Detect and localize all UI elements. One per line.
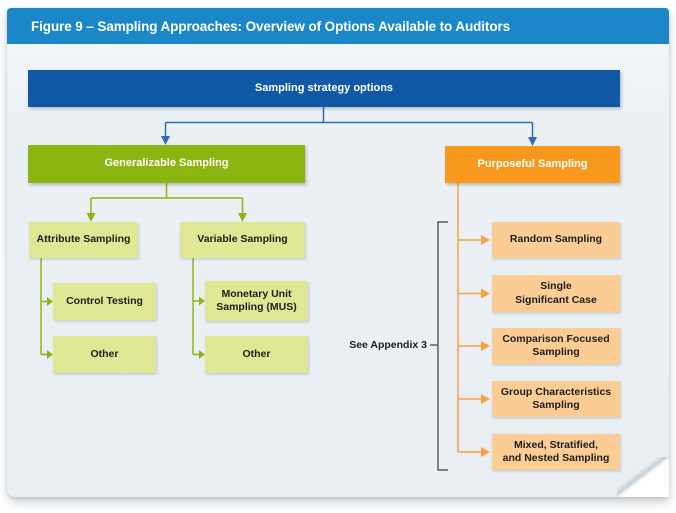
single-significant-case-label: Single Significant Case bbox=[515, 280, 597, 306]
group-characteristics-sampling-label: Group Characteristics Sampling bbox=[500, 385, 612, 411]
mixed-stratified-nested-sampling-node: Mixed, Stratified, and Nested Sampling bbox=[492, 434, 620, 470]
control-testing-node: Control Testing bbox=[53, 283, 156, 320]
purposeful-node-label: Purposeful Sampling bbox=[477, 157, 588, 170]
group-characteristics-sampling-node: Group Characteristics Sampling bbox=[492, 381, 620, 417]
monetary-unit-sampling-node: Monetary Unit Sampling (MUS) bbox=[205, 281, 308, 321]
single-significant-case-node: Single Significant Case bbox=[492, 275, 620, 312]
figure-title-bar: Figure 9 – Sampling Approaches: Overview… bbox=[7, 8, 669, 44]
variable-sampling-label: Variable Sampling bbox=[197, 233, 288, 246]
control-testing-label: Control Testing bbox=[66, 294, 143, 307]
monetary-unit-sampling-label: Monetary Unit Sampling (MUS) bbox=[216, 287, 297, 313]
comparison-focused-sampling-label: Comparison Focused Sampling bbox=[502, 332, 610, 358]
see-appendix-annotation: See Appendix 3 bbox=[345, 338, 427, 352]
figure-card: Figure 9 – Sampling Approaches: Overview… bbox=[7, 8, 669, 497]
root-node: Sampling strategy options bbox=[28, 70, 620, 107]
generalizable-node-label: Generalizable Sampling bbox=[104, 157, 229, 170]
variable-sampling-node: Variable Sampling bbox=[180, 222, 305, 258]
purposeful-node: Purposeful Sampling bbox=[445, 146, 620, 183]
mixed-stratified-nested-sampling-label: Mixed, Stratified, and Nested Sampling bbox=[502, 438, 610, 464]
attribute-sampling-node: Attribute Sampling bbox=[29, 222, 138, 258]
attribute-sampling-label: Attribute Sampling bbox=[36, 233, 131, 246]
see-appendix-annotation-label: See Appendix 3 bbox=[349, 339, 427, 351]
page-fold-corner bbox=[617, 457, 669, 497]
variable-other-label: Other bbox=[242, 347, 271, 360]
variable-other-node: Other bbox=[205, 336, 308, 373]
root-node-label: Sampling strategy options bbox=[254, 81, 394, 94]
generalizable-node: Generalizable Sampling bbox=[28, 145, 305, 183]
attribute-other-label: Other bbox=[90, 347, 119, 360]
random-sampling-node: Random Sampling bbox=[492, 222, 620, 258]
figure-title: Figure 9 – Sampling Approaches: Overview… bbox=[31, 18, 511, 34]
comparison-focused-sampling-node: Comparison Focused Sampling bbox=[492, 328, 620, 364]
attribute-other-node: Other bbox=[53, 336, 156, 373]
random-sampling-label: Random Sampling bbox=[509, 233, 603, 246]
